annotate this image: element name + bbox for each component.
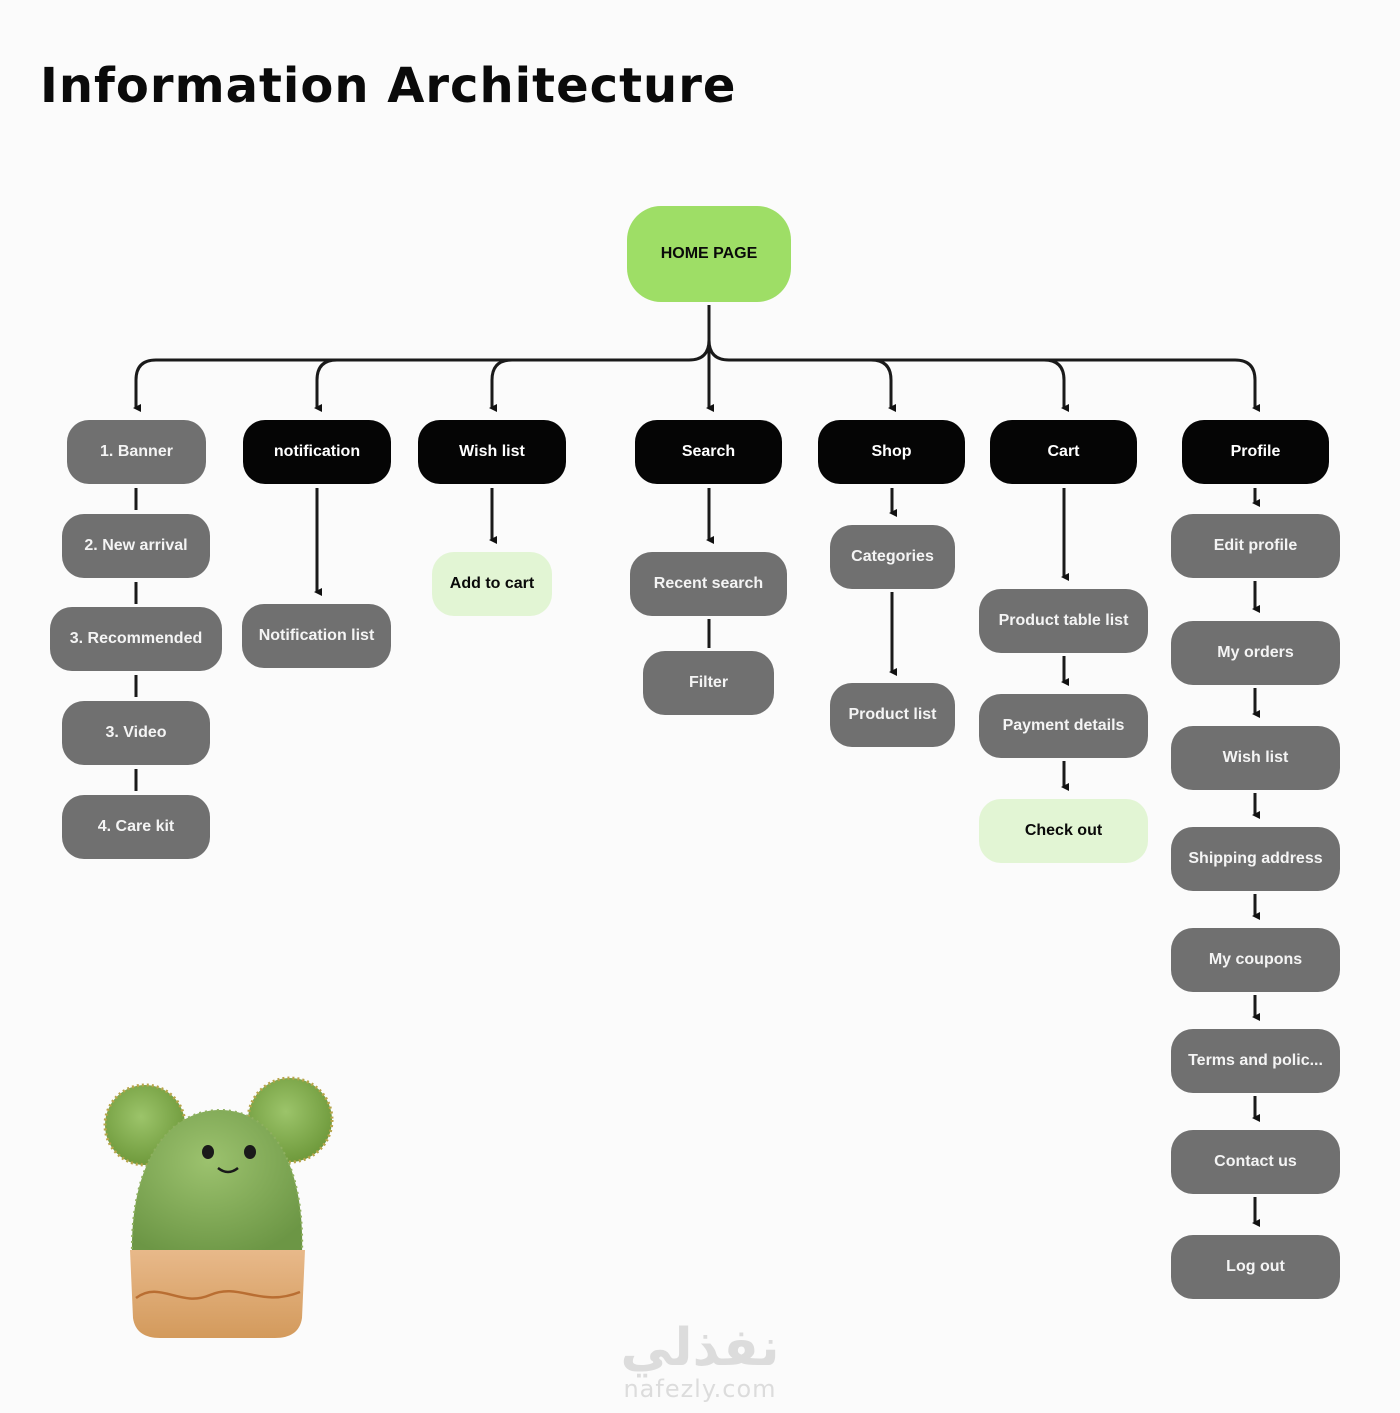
node-label: 4. Care kit [97, 818, 175, 835]
node-profile[interactable]: Profile [1182, 420, 1329, 484]
connector-root-profile [707, 339, 1260, 412]
node-cart[interactable]: Cart [990, 420, 1137, 484]
node-video[interactable]: 3. Video [62, 701, 210, 765]
node-shipping-address[interactable]: Shipping address [1171, 827, 1340, 891]
node-log-out[interactable]: Log out [1171, 1235, 1340, 1299]
connector-root-cart [1043, 358, 1069, 412]
node-check-out[interactable]: Check out [979, 799, 1148, 863]
pot-wave [135, 1290, 301, 1300]
node-label: Check out [1024, 822, 1103, 839]
node-label: 3. Recommended [69, 630, 203, 647]
cactus-pot [130, 1250, 305, 1338]
node-label: Search [681, 443, 736, 460]
node-recommended[interactable]: 3. Recommended [50, 607, 222, 671]
node-search[interactable]: Search [635, 420, 782, 484]
node-profile-wish-list[interactable]: Wish list [1171, 726, 1340, 790]
node-label: 1. Banner [100, 443, 173, 460]
node-payment-details[interactable]: Payment details [979, 694, 1148, 758]
cactus-body [130, 1108, 304, 1256]
node-my-orders[interactable]: My orders [1171, 621, 1340, 685]
node-banner[interactable]: 1. Banner [67, 420, 206, 484]
node-my-coupons[interactable]: My coupons [1171, 928, 1340, 992]
watermark-arabic: نفذلي [620, 1318, 780, 1378]
node-notification-list[interactable]: Notification list [242, 604, 391, 668]
watermark: نفذلي nafezly.com [600, 1320, 800, 1402]
node-contact-us[interactable]: Contact us [1171, 1130, 1340, 1194]
node-label: Profile [1230, 443, 1281, 460]
node-label: Notification list [258, 627, 375, 644]
node-label: Product list [848, 706, 937, 723]
node-label: 3. Video [105, 724, 167, 741]
node-label: Shop [871, 443, 912, 460]
node-label: My orders [1217, 644, 1294, 661]
cactus-left-eye [202, 1145, 214, 1159]
connector-root-wishlist [489, 358, 513, 412]
node-label: Categories [851, 548, 934, 565]
node-label: Payment details [1002, 717, 1125, 734]
node-shop[interactable]: Shop [818, 420, 965, 484]
node-categories[interactable]: Categories [830, 525, 955, 589]
node-label: notification [273, 443, 361, 460]
node-label: Contact us [1214, 1153, 1297, 1170]
node-care-kit[interactable]: 4. Care kit [62, 795, 210, 859]
node-label: Shipping address [1188, 850, 1323, 867]
node-recent-search[interactable]: Recent search [630, 552, 787, 616]
node-filter[interactable]: Filter [643, 651, 774, 715]
node-label: Wish list [1222, 749, 1289, 766]
node-label: Product table list [998, 612, 1129, 629]
connector-root-shop [870, 358, 896, 412]
node-add-to-cart[interactable]: Add to cart [432, 552, 552, 616]
page-title: Information Architecture [40, 58, 737, 114]
node-label: Wish list [459, 443, 525, 460]
node-label: Recent search [653, 575, 764, 592]
node-label: 2. New arrival [84, 537, 188, 554]
node-label: Add to cart [449, 575, 535, 592]
node-notification[interactable]: notification [243, 420, 391, 484]
cactus-smile [217, 1166, 239, 1174]
cactus-right-eye [244, 1145, 256, 1159]
node-edit-profile[interactable]: Edit profile [1171, 514, 1340, 578]
watermark-latin: nafezly.com [623, 1375, 777, 1403]
node-product-table-list[interactable]: Product table list [979, 589, 1148, 653]
cactus-mascot-illustration [103, 1076, 334, 1338]
connector-root-notification [314, 358, 338, 412]
node-wish-list[interactable]: Wish list [418, 420, 566, 484]
node-label: HOME PAGE [660, 245, 758, 262]
node-label: Log out [1226, 1258, 1285, 1275]
node-label: Cart [1047, 443, 1080, 460]
node-new-arrival[interactable]: 2. New arrival [62, 514, 210, 578]
node-label: Edit profile [1213, 537, 1298, 554]
node-home-page[interactable]: HOME PAGE [627, 206, 791, 302]
node-product-list[interactable]: Product list [830, 683, 955, 747]
node-label: Terms and polic... [1188, 1052, 1323, 1069]
node-label: My coupons [1208, 951, 1303, 968]
node-label: Filter [688, 674, 729, 691]
node-terms-and-policies[interactable]: Terms and polic... [1171, 1029, 1340, 1093]
connector-root-banner [133, 339, 711, 412]
